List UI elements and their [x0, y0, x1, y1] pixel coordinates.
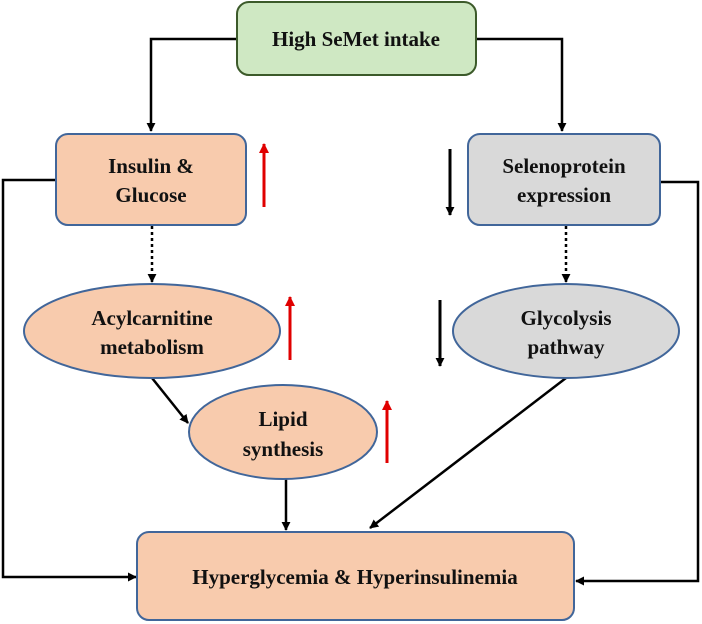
node-label-line1: Insulin &: [108, 154, 194, 178]
indicators: [259, 143, 455, 463]
node-label-line1: Glycolysis: [520, 306, 611, 330]
edge-acylcarnitine-to-lipid: [151, 377, 189, 424]
node-label-line1: Lipid: [258, 407, 307, 431]
node-label-line2: pathway: [527, 335, 605, 359]
node-label-line2: synthesis: [243, 437, 324, 461]
node-shape: [188, 384, 378, 480]
node-insulin-glucose: Insulin & Glucose: [55, 133, 247, 226]
edge-insulin-to-outcome: [1, 178, 137, 582]
node-shape: [236, 1, 477, 76]
node-label: High SeMet intake: [272, 27, 440, 51]
edge-intake-to-insulin: [146, 37, 237, 132]
edges: [1, 37, 700, 586]
node-high-semet-intake: High SeMet intake: [236, 1, 477, 76]
node-shape: [23, 283, 281, 379]
node-label-line2: metabolism: [100, 335, 204, 359]
node-label-line2: expression: [517, 183, 611, 207]
node-selenoprotein-expression: Selenoprotein expression: [467, 133, 661, 226]
node-label-line1: Acylcarnitine: [91, 306, 212, 330]
node-label: Hyperglycemia & Hyperinsulinemia: [192, 565, 518, 589]
edge-intake-to-selenoprotein: [476, 37, 567, 132]
node-shape: [467, 133, 661, 226]
node-shape: [55, 133, 247, 226]
node-acylcarnitine-metabolism: Acylcarnitine metabolism: [23, 283, 281, 379]
node-label-line2: Glucose: [115, 183, 186, 207]
node-shape: [136, 531, 575, 621]
edge-glycolysis-to-outcome: [369, 377, 567, 529]
node-label-line1: Selenoprotein: [502, 154, 626, 178]
node-shape: [452, 283, 680, 379]
node-hyperglycemia-hyperinsulinemia: Hyperglycemia & Hyperinsulinemia: [136, 531, 575, 621]
node-lipid-synthesis: Lipid synthesis: [188, 384, 378, 480]
edge-selenoprotein-to-outcome: [575, 180, 700, 586]
node-glycolysis-pathway: Glycolysis pathway: [452, 283, 680, 379]
